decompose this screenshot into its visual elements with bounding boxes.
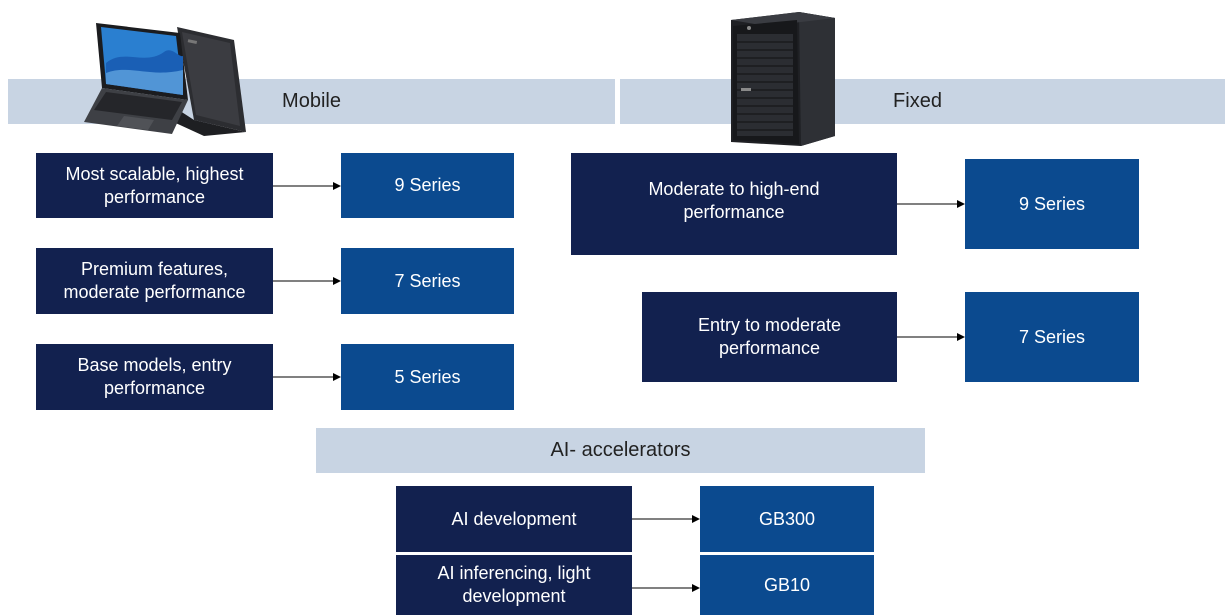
fixed-series-7: 7 Series (965, 292, 1139, 382)
mobile-series-7: 7 Series (341, 248, 514, 314)
fixed-header-label: Fixed (893, 90, 942, 112)
mobile-series-9: 9 Series (341, 153, 514, 218)
laptop-icon (84, 23, 246, 136)
fixed-series-9: 9 Series (965, 159, 1139, 249)
ai-header-label: AI- accelerators (550, 439, 691, 461)
mobile-desc-9: Most scalable, highest performance (36, 153, 273, 218)
mobile-desc-7: Premium features, moderate performance (36, 248, 273, 314)
fixed-desc-9: Moderate to high-end performance (571, 153, 897, 255)
mobile-desc-5: Base models, entry performance (36, 344, 273, 410)
ai-desc-inferencing: AI inferencing, light development (396, 555, 632, 615)
desktop-tower-icon (731, 12, 835, 146)
fixed-desc-7: Entry to moderate performance (642, 292, 897, 382)
ai-desc-development: AI development (396, 486, 632, 552)
ai-series-gb10: GB10 (700, 555, 874, 615)
mobile-series-5: 5 Series (341, 344, 514, 410)
ai-series-gb300: GB300 (700, 486, 874, 552)
ai-header: AI- accelerators (316, 428, 925, 473)
fixed-header: Fixed (620, 79, 1225, 124)
mobile-header-label: Mobile (282, 90, 341, 112)
